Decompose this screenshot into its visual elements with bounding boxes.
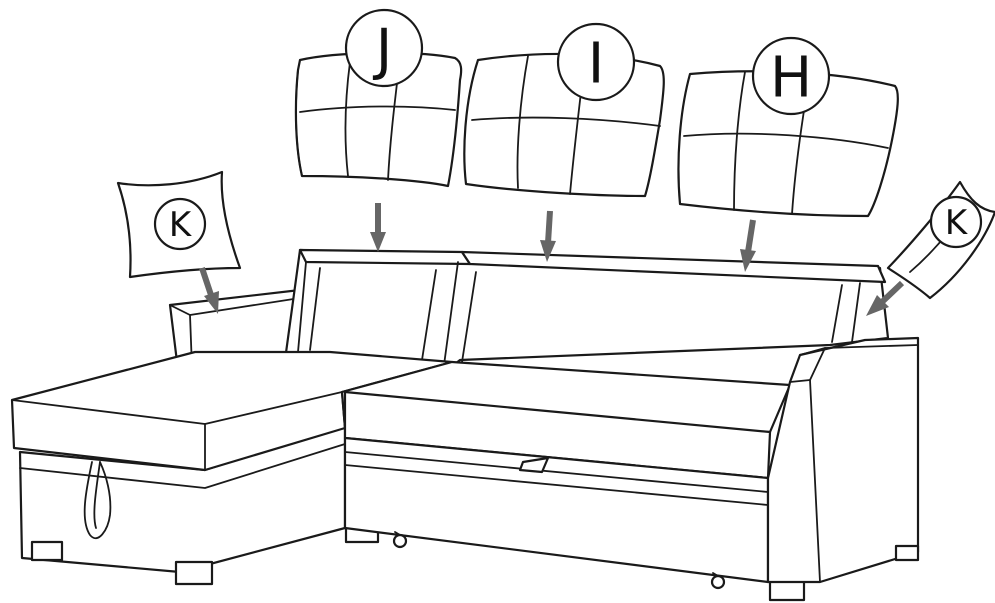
back-cushion-j: [294, 51, 463, 188]
label-k-left: K: [153, 197, 207, 251]
label-h-text: H: [770, 46, 812, 111]
label-j: J: [344, 8, 424, 88]
arrow-h-icon: [740, 219, 756, 272]
placement-arrows: [199, 203, 905, 316]
label-k-right: K: [929, 195, 983, 249]
label-h: H: [751, 36, 831, 116]
label-k-right-text: K: [945, 203, 969, 243]
sofa-back: [283, 248, 890, 374]
sofa: [10, 248, 920, 602]
arrow-k-right-icon: [866, 280, 905, 316]
back-cushion-h: [677, 70, 899, 218]
arrow-k-left-icon: [199, 267, 219, 314]
label-i: I: [556, 22, 636, 102]
label-j-text: J: [373, 18, 393, 83]
main-seat: [340, 360, 792, 480]
right-armrest: [766, 336, 920, 584]
label-i-text: I: [588, 32, 605, 97]
arrow-j-icon: [370, 203, 386, 252]
arrow-i-icon: [540, 210, 556, 262]
label-k-left-text: K: [169, 205, 193, 245]
